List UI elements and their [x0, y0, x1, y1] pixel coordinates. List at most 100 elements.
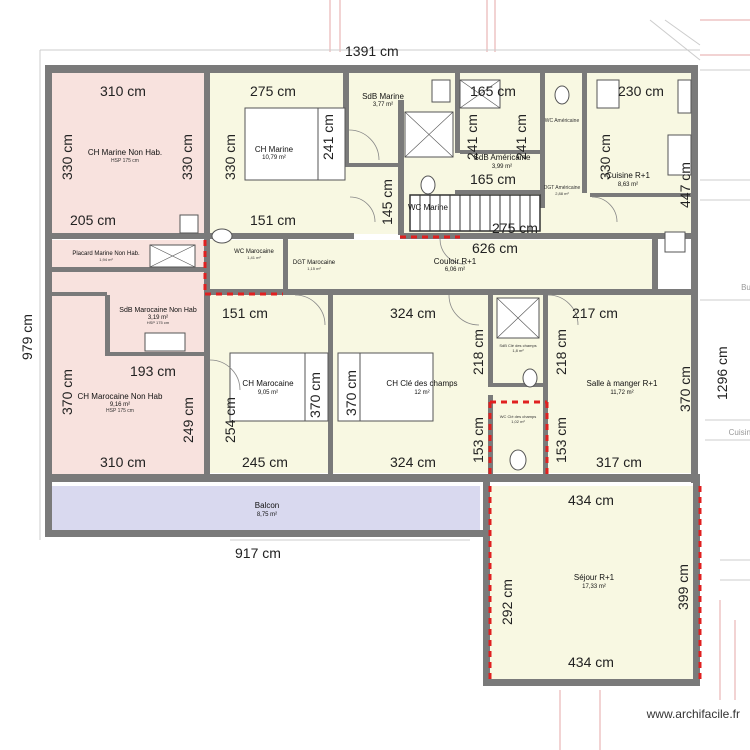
- dim-label: 310 cm: [100, 83, 146, 99]
- partial-label-bu: Bu: [741, 283, 750, 292]
- room-name-balcon: Balcon: [255, 501, 279, 510]
- room-name-sejour: Séjour R+1: [574, 573, 615, 582]
- dim-label: 245 cm: [242, 454, 288, 470]
- dim-label: 330 cm: [222, 134, 238, 180]
- dim-label: 399 cm: [675, 564, 691, 610]
- dim-top-total: 1391 cm: [345, 43, 399, 59]
- dim-label: 151 cm: [250, 212, 296, 228]
- bathroom-fixtures: [144, 79, 692, 471]
- room-name-placard: Placard Marine Non Hab.: [72, 251, 140, 257]
- room-area-ch-maro-nh: 9,16 m²: [110, 402, 130, 408]
- dim-label: 434 cm: [568, 492, 614, 508]
- room-sub-sdb-maro-nh: HSP 175 cm: [147, 320, 170, 325]
- room-name-wc-cle: WC Clé des champs: [500, 414, 536, 419]
- dim-label: 241 cm: [464, 114, 480, 160]
- dim-label: 151 cm: [222, 305, 268, 321]
- dim-label: 218 cm: [553, 329, 569, 375]
- dim-label: 370 cm: [343, 370, 359, 416]
- room-name-ch-maro-nh: CH Marocaine Non Hab: [78, 392, 163, 401]
- dim-label: 165 cm: [470, 83, 516, 99]
- dim-label: 249 cm: [180, 397, 196, 443]
- bed-ch-marine: [244, 107, 346, 181]
- room-name-dgt-americaine: DGT Américaine: [544, 185, 581, 191]
- room-name-ch-marine: CH Marine: [255, 145, 294, 154]
- door-swings: [209, 129, 618, 391]
- room-name-wc-americaine: WC Américaine: [545, 118, 580, 124]
- dimension-labels: 1391 cm 979 cm 1296 cm 917 cm 310 cm 275…: [19, 43, 730, 670]
- dim-label: 218 cm: [470, 329, 486, 375]
- dim-label: 241 cm: [320, 114, 336, 160]
- dim-label: 153 cm: [470, 417, 486, 463]
- room-area-dgt-americaine: 2,88 m²: [555, 191, 569, 196]
- dim-label: 626 cm: [472, 240, 518, 256]
- dim-label: 370 cm: [59, 369, 75, 415]
- dim-left-total: 979 cm: [19, 314, 35, 360]
- dim-label: 193 cm: [130, 363, 176, 379]
- room-name-wc-marocaine: WC Marocaine: [234, 249, 274, 255]
- dim-label: 310 cm: [100, 454, 146, 470]
- room-area-dgt-marocaine: 1,15 m²: [307, 266, 321, 271]
- room-area-wc-cle: 1,02 m²: [511, 419, 525, 424]
- dim-label: 241 cm: [513, 114, 529, 160]
- room-area-ch-marine: 10,79 m²: [262, 155, 286, 161]
- room-name-sdb-cle: SdB Clé des champs: [499, 343, 536, 348]
- room-name-sdb-maro-nh: SdB Marocaine Non Hab: [119, 307, 197, 314]
- room-labels: CH Marine Non Hab. HSP 175 cm CH Marine …: [72, 92, 750, 590]
- room-area-couloir: 6,06 m²: [445, 267, 465, 273]
- room-sub-ch-maro-nh: HSP 175 cm: [106, 408, 134, 414]
- room-area-sdb-marine: 3,77 m²: [373, 102, 393, 108]
- room-area-sdb-cle: 1,8 m²: [512, 348, 524, 353]
- dim-label: 165 cm: [470, 171, 516, 187]
- dim-label: 324 cm: [390, 305, 436, 321]
- room-area-salle: 11,72 m²: [610, 390, 633, 396]
- room-area-cuisine: 8,63 m²: [618, 182, 638, 188]
- dim-label: 434 cm: [568, 654, 614, 670]
- room-area-sdb-maro-nh: 3,19 m²: [148, 315, 168, 321]
- dim-label: 370 cm: [307, 372, 323, 418]
- room-area-ch-cle: 12 m²: [414, 390, 429, 396]
- partial-label-cuisine: Cuisine: [729, 428, 750, 437]
- room-name-sdb-marine: SdB Marine: [362, 92, 404, 101]
- dim-label: 370 cm: [677, 366, 693, 412]
- room-name-wc-marine: WC Marine: [408, 203, 449, 212]
- room-area-sejour: 17,33 m²: [582, 584, 606, 590]
- room-name-ch-cle: CH Clé des champs: [386, 379, 457, 388]
- watermark-text: www.archifacile.fr: [646, 707, 740, 721]
- dim-label: 330 cm: [179, 134, 195, 180]
- room-area-wc-marocaine: 1,41 m²: [247, 255, 261, 260]
- dim-label: 153 cm: [553, 417, 569, 463]
- room-area-balcon: 8,75 m²: [257, 512, 277, 518]
- dim-label: 330 cm: [597, 134, 613, 180]
- dim-label: 275 cm: [492, 220, 538, 236]
- room-name-cuisine: Cuisine R+1: [606, 171, 650, 180]
- room-name-ch-marocaine: CH Marocaine: [242, 379, 294, 388]
- dim-label: 317 cm: [596, 454, 642, 470]
- dim-label: 217 cm: [572, 305, 618, 321]
- bed-ch-marocaine: [229, 352, 329, 422]
- room-area-placard: 1,94 m²: [99, 257, 113, 262]
- dim-label: 292 cm: [499, 579, 515, 625]
- dim-right-total: 1296 cm: [714, 346, 730, 400]
- background-context: [39, 0, 750, 750]
- dim-label: 205 cm: [70, 212, 116, 228]
- room-name-dgt-marocaine: DGT Marocaine: [293, 260, 336, 266]
- room-name-couloir: Couloir R+1: [434, 257, 477, 266]
- dim-bottom-total: 917 cm: [235, 545, 281, 561]
- dim-label: 230 cm: [618, 83, 664, 99]
- dim-label: 275 cm: [250, 83, 296, 99]
- dim-label: 254 cm: [222, 397, 238, 443]
- staircase: [409, 194, 541, 232]
- room-name-sdb-americaine: SdB Américaine: [474, 153, 531, 162]
- room-sub-ch-marine-nh: HSP 175 cm: [111, 158, 139, 164]
- room-area-ch-marocaine: 9,05 m²: [258, 390, 278, 396]
- dim-label: 330 cm: [59, 134, 75, 180]
- room-area-sdb-americaine: 3,99 m²: [492, 164, 512, 170]
- bed-ch-cle-des-champs: [337, 352, 434, 422]
- dim-label: 447 cm: [677, 162, 693, 208]
- dim-label: 145 cm: [379, 179, 395, 225]
- room-name-ch-marine-nh: CH Marine Non Hab.: [88, 148, 162, 157]
- dim-label: 324 cm: [390, 454, 436, 470]
- red-dashed-markers: [203, 235, 702, 680]
- room-name-salle: Salle à manger R+1: [587, 379, 658, 388]
